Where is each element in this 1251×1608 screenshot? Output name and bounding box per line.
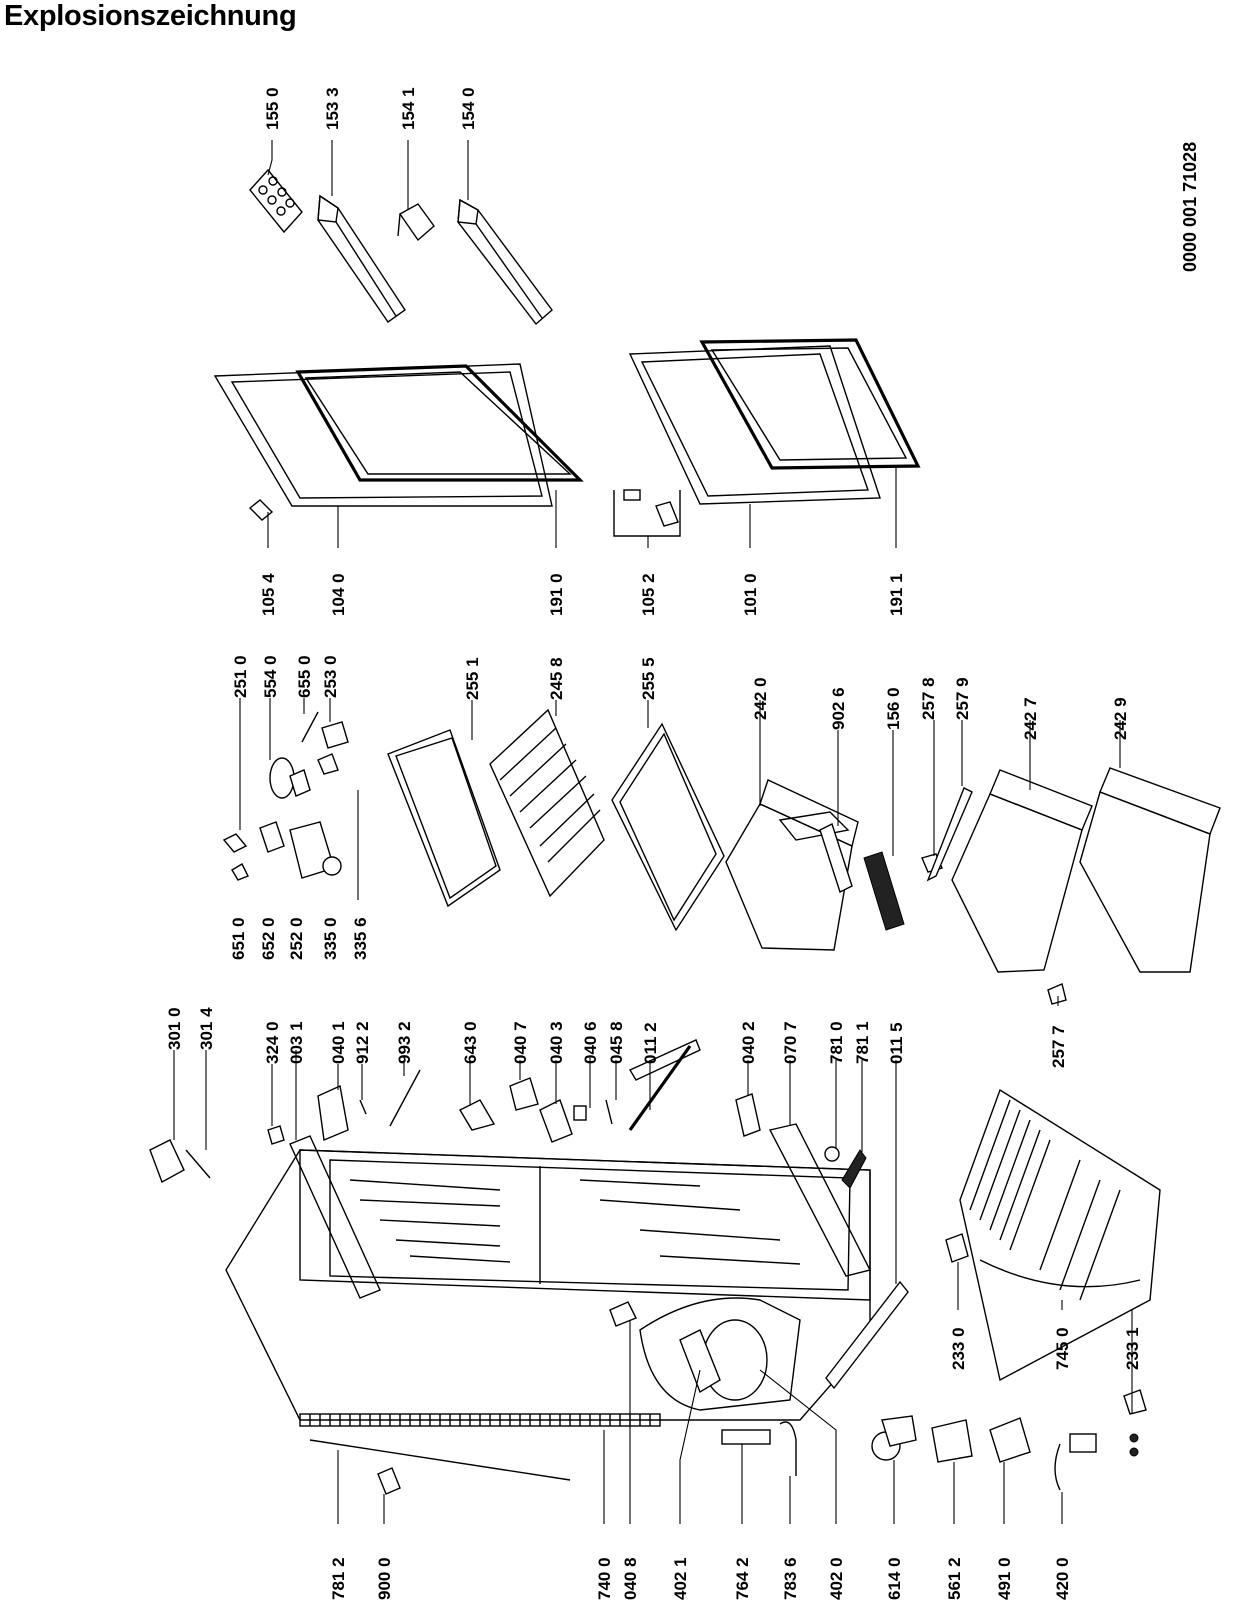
door-hinge-small bbox=[248, 499, 274, 521]
side-rails bbox=[628, 1039, 909, 1390]
label-745-0: 745 0 bbox=[1053, 1327, 1072, 1370]
label-245-8: 245 8 bbox=[547, 657, 566, 700]
label-242-0: 242 0 bbox=[751, 677, 770, 720]
label-301-4: 301 4 bbox=[197, 1007, 216, 1050]
label-655-0: 655 0 bbox=[295, 655, 314, 698]
label-257-9: 257 9 bbox=[953, 677, 972, 720]
freezer-drawer-lower bbox=[1079, 767, 1221, 973]
label-781-1: 781 1 bbox=[853, 1021, 872, 1064]
label-105-2: 105 2 bbox=[639, 573, 658, 616]
label-040-1: 040 1 bbox=[329, 1021, 348, 1064]
label-402-1: 402 1 bbox=[671, 1557, 690, 1600]
label-301-0: 301 0 bbox=[165, 1007, 184, 1050]
label-614-0: 614 0 bbox=[885, 1557, 904, 1600]
cabinet bbox=[225, 1123, 872, 1421]
label-783-6: 783 6 bbox=[781, 1557, 800, 1600]
label-251-0: 251 0 bbox=[231, 655, 250, 698]
label-040-8: 040 8 bbox=[621, 1557, 640, 1600]
label-011-2: 011 2 bbox=[641, 1022, 660, 1064]
label-900-0: 900 0 bbox=[375, 1557, 394, 1600]
glass-shelf-lower bbox=[611, 722, 725, 932]
control-parts bbox=[222, 711, 349, 881]
label-156-0: 156 0 bbox=[884, 687, 903, 730]
label-764-2: 764 2 bbox=[733, 1557, 752, 1600]
label-781-0: 781 0 bbox=[827, 1021, 846, 1064]
label-561-2: 561 2 bbox=[945, 1557, 964, 1600]
label-191-0: 191 0 bbox=[547, 573, 566, 616]
label-643-0: 643 0 bbox=[461, 1021, 480, 1064]
label-191-1: 191 1 bbox=[887, 573, 906, 616]
label-155-0: 155 0 bbox=[263, 87, 282, 130]
label-242-9: 242 9 bbox=[1111, 697, 1130, 740]
misc-small-parts bbox=[149, 1045, 867, 1327]
label-255-1: 255 1 bbox=[463, 657, 482, 700]
label-070-7: 070 7 bbox=[781, 1021, 800, 1064]
freezer-door bbox=[628, 338, 921, 505]
label-154-1: 154 1 bbox=[399, 87, 418, 130]
door-bin-lower bbox=[457, 198, 553, 326]
label-993-2: 993 2 bbox=[395, 1021, 414, 1064]
label-105-4: 105 4 bbox=[259, 573, 278, 616]
label-101-0: 101 0 bbox=[741, 573, 760, 616]
label-233-0: 233 0 bbox=[949, 1327, 968, 1370]
glass-shelf-upper bbox=[387, 729, 501, 908]
document-number: 0000 001 71028 bbox=[1180, 142, 1200, 272]
label-233-1: 233 1 bbox=[1123, 1327, 1142, 1370]
label-154-0: 154 0 bbox=[459, 87, 478, 130]
label-652-0: 652 0 bbox=[259, 917, 278, 960]
fridge-door bbox=[213, 363, 584, 507]
hinge-cover-set bbox=[613, 489, 681, 537]
label-420-0: 420 0 bbox=[1053, 1557, 1072, 1600]
label-104-0: 104 0 bbox=[329, 573, 348, 616]
wire-baskets bbox=[959, 1088, 1161, 1382]
label-242-7: 242 7 bbox=[1021, 697, 1040, 740]
label-902-6: 902 6 bbox=[829, 687, 848, 730]
rail bbox=[926, 787, 973, 882]
label-253-0: 253 0 bbox=[321, 655, 340, 698]
bottom-parts bbox=[309, 1415, 1139, 1495]
label-040-7: 040 7 bbox=[511, 1021, 530, 1064]
label-252-0: 252 0 bbox=[287, 917, 306, 960]
label-011-5: 011 5 bbox=[887, 1022, 906, 1064]
freezer-flap bbox=[819, 823, 853, 893]
label-335-6: 335 6 bbox=[351, 917, 370, 960]
label-324-0: 324 0 bbox=[263, 1021, 282, 1064]
compressor-area bbox=[639, 1297, 801, 1411]
label-257-7: 257 7 bbox=[1049, 1025, 1068, 1068]
back-condenser-strip bbox=[299, 1413, 661, 1427]
bottle-holder bbox=[397, 203, 435, 242]
label-255-5: 255 5 bbox=[639, 657, 658, 700]
egg-tray bbox=[249, 168, 303, 234]
part-labels: 155 0 153 3 154 1 154 0 105 4 104 0 191 … bbox=[165, 87, 1200, 1600]
label-040-2: 040 2 bbox=[739, 1021, 758, 1064]
ice-tray bbox=[863, 851, 905, 931]
leader-lines bbox=[173, 140, 1133, 1524]
label-781-2: 781 2 bbox=[329, 1557, 348, 1600]
label-153-3: 153 3 bbox=[323, 87, 342, 130]
freezer-drawer-upper bbox=[951, 769, 1093, 973]
label-402-0: 402 0 bbox=[827, 1557, 846, 1600]
label-912-2: 912 2 bbox=[353, 1021, 372, 1064]
label-651-0: 651 0 bbox=[229, 917, 248, 960]
wire-shelf bbox=[489, 708, 605, 898]
door-bin-upper bbox=[317, 194, 406, 323]
label-335-0: 335 0 bbox=[321, 917, 340, 960]
label-740-0: 740 0 bbox=[595, 1557, 614, 1600]
label-003-1: 003 1 bbox=[287, 1021, 306, 1064]
label-491-0: 491 0 bbox=[995, 1557, 1014, 1600]
label-040-3: 040 3 bbox=[547, 1021, 566, 1064]
basket-brackets bbox=[945, 1233, 1147, 1415]
page-title: Explosionszeichnung bbox=[4, 0, 297, 32]
label-554-0: 554 0 bbox=[261, 655, 280, 698]
label-257-8: 257 8 bbox=[919, 677, 938, 720]
drawer-clip bbox=[1047, 983, 1067, 1005]
label-045-8: 045 8 bbox=[607, 1021, 626, 1064]
label-040-6: 040 6 bbox=[581, 1021, 600, 1064]
